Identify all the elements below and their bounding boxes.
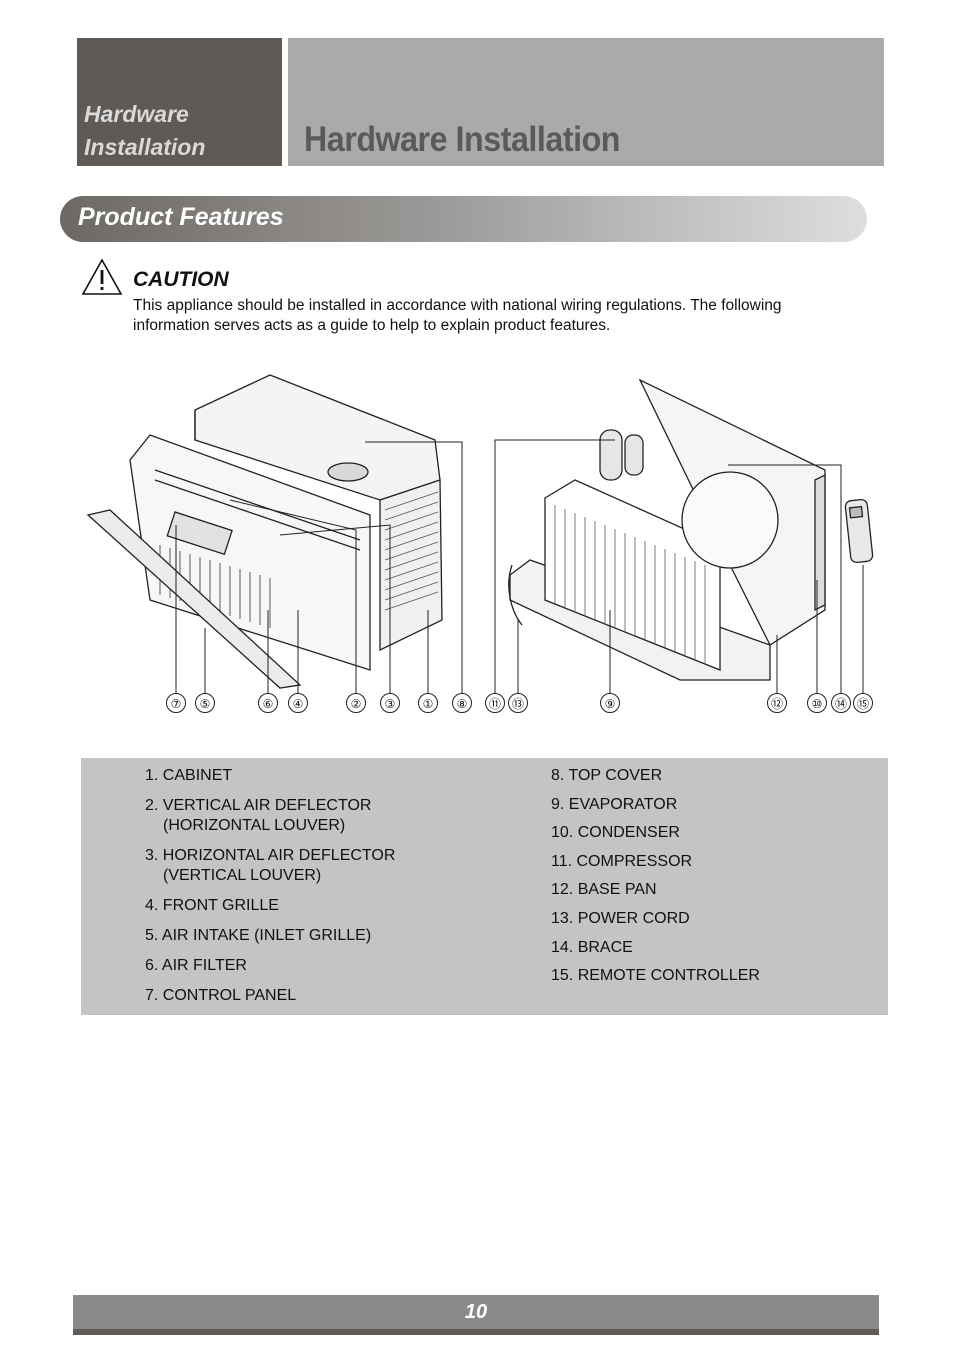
callout-9: ⑨ — [600, 693, 620, 713]
section-heading-bar: Product Features — [60, 196, 867, 242]
callout-14: ⑭ — [831, 693, 851, 713]
part-item: 15. REMOTE CONTROLLER — [551, 967, 760, 985]
part-item: 11. COMPRESSOR — [551, 852, 693, 870]
part-item: 1. CABINET — [145, 766, 395, 786]
part-item: 13. POWER CORD — [551, 909, 690, 927]
part-item: 8. TOP COVER — [551, 767, 663, 784]
callout-7: ⑦ — [166, 693, 186, 713]
header-side-panel: Hardware Installation — [77, 38, 282, 166]
part-item: 3. HORIZONTAL AIR DEFLECTOR (VERTICAL LOU… — [145, 846, 395, 886]
part-item: 7. CONTROL PANEL — [145, 986, 395, 1006]
section-title: Product Features — [78, 203, 284, 231]
part-item: 4. FRONT GRILLE — [145, 896, 395, 916]
part-item: 10. CONDENSER — [551, 824, 680, 842]
callout-15: ⑮ — [853, 693, 873, 713]
part-item: 12. BASE PAN — [551, 881, 657, 899]
page-number: 10 — [464, 1301, 488, 1323]
part-item: 9. EVAPORATOR — [551, 795, 678, 813]
footer-bar: 10 — [73, 1295, 879, 1335]
part-item: 14. BRACE — [551, 938, 633, 956]
header-side-title-line1: Hardware — [84, 101, 189, 127]
callout-5: ⑤ — [195, 693, 215, 713]
callout-1: ① — [418, 693, 438, 713]
parts-list-right: 8. TOP COVER 9. EVAPORATOR 10. CONDENSER… — [551, 766, 760, 995]
part-label: 7. CONTROL PANEL — [145, 987, 297, 1004]
callout-8: ⑧ — [452, 693, 472, 713]
part-item: 5. AIR INTAKE (INLET GRILLE) — [145, 926, 395, 946]
callout-13: ⑬ — [508, 693, 528, 713]
part-label: 4. FRONT GRILLE — [145, 897, 279, 914]
part-sublabel: (VERTICAL LOUVER) — [163, 867, 322, 884]
header-side-title: Hardware Installation — [84, 98, 279, 164]
part-label: 3. HORIZONTAL AIR DEFLECTOR — [145, 847, 396, 864]
part-label: 2. VERTICAL AIR DEFLECTOR — [145, 797, 372, 814]
page-title: Hardware Installation — [304, 120, 621, 159]
warning-triangle-icon — [81, 258, 123, 295]
part-item: 2. VERTICAL AIR DEFLECTOR (HORIZONTAL LOU… — [145, 796, 395, 836]
callout-6: ⑥ — [258, 693, 278, 713]
callout-3: ③ — [380, 693, 400, 713]
part-item: 6. AIR FILTER — [145, 956, 395, 976]
parts-list-panel: 1. CABINET 2. VERTICAL AIR DEFLECTOR (HOR… — [81, 758, 888, 1015]
callout-10: ⑩ — [807, 693, 827, 713]
callout-2: ② — [346, 693, 366, 713]
air-conditioner-illustration — [86, 374, 874, 693]
parts-list-left: 1. CABINET 2. VERTICAL AIR DEFLECTOR (HOR… — [145, 766, 395, 1016]
callout-4: ④ — [288, 693, 308, 713]
caution-text: This appliance should be installed in ac… — [133, 297, 782, 334]
callout-leader-lines — [175, 439, 864, 693]
part-sublabel: (HORIZONTAL LOUVER) — [163, 817, 346, 834]
part-label: 1. CABINET — [145, 767, 233, 784]
part-label: 6. AIR FILTER — [145, 957, 247, 974]
caution-title: CAUTION — [133, 268, 229, 291]
header-main-panel: Hardware Installation — [288, 38, 884, 166]
front-unit-drawing — [86, 374, 443, 689]
part-label: 5. AIR INTAKE (INLET GRILLE) — [145, 927, 372, 944]
header-side-title-line2: Installation — [84, 134, 206, 160]
callout-12: ⑫ — [767, 693, 787, 713]
rear-unit-drawing — [508, 378, 874, 681]
callout-11: ⑪ — [485, 693, 505, 713]
